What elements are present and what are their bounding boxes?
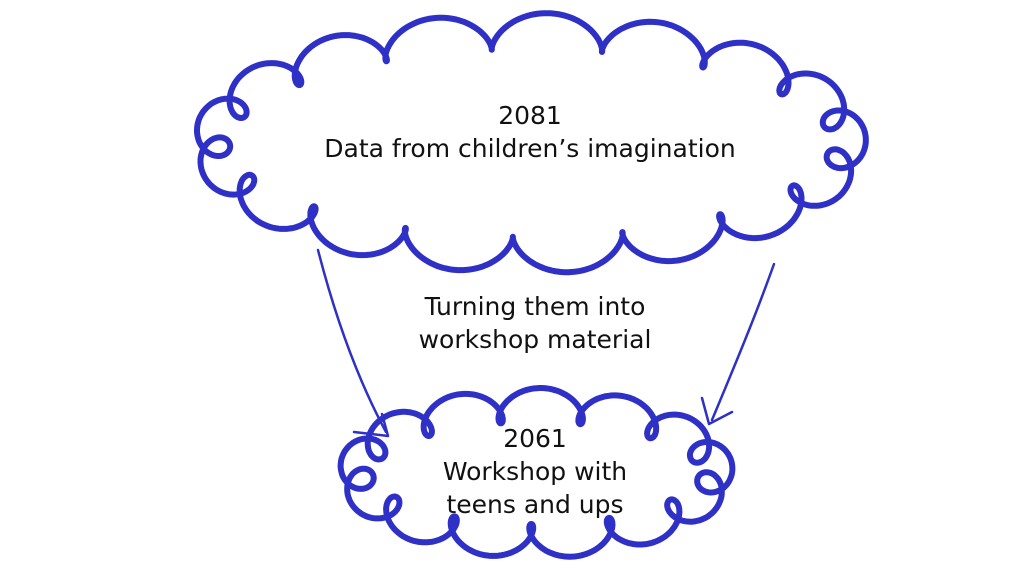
bottom-cloud-year: 2061 bbox=[503, 424, 567, 453]
connector-line-2: workshop material bbox=[418, 325, 652, 354]
bottom-cloud-line-2: teens and ups bbox=[446, 490, 624, 519]
top-cloud-year: 2081 bbox=[498, 101, 562, 130]
top-cloud-text: Data from children’s imagination bbox=[324, 134, 736, 163]
left-arrow-line bbox=[316, 248, 388, 434]
top-cloud-outline bbox=[194, 10, 869, 276]
right-arrow-head bbox=[700, 396, 734, 426]
connector-label: Turning them into workshop material bbox=[300, 290, 770, 356]
right-arrow-line bbox=[710, 262, 776, 422]
top-cloud-label: 2081 Data from children’s imagination bbox=[230, 99, 830, 165]
bottom-cloud-outline bbox=[337, 385, 736, 560]
bottom-cloud-line-1: Workshop with bbox=[442, 457, 628, 486]
left-arrow-head bbox=[352, 412, 390, 438]
connector-line-1: Turning them into bbox=[424, 292, 646, 321]
bottom-cloud-label: 2061 Workshop with teens and ups bbox=[380, 422, 690, 521]
